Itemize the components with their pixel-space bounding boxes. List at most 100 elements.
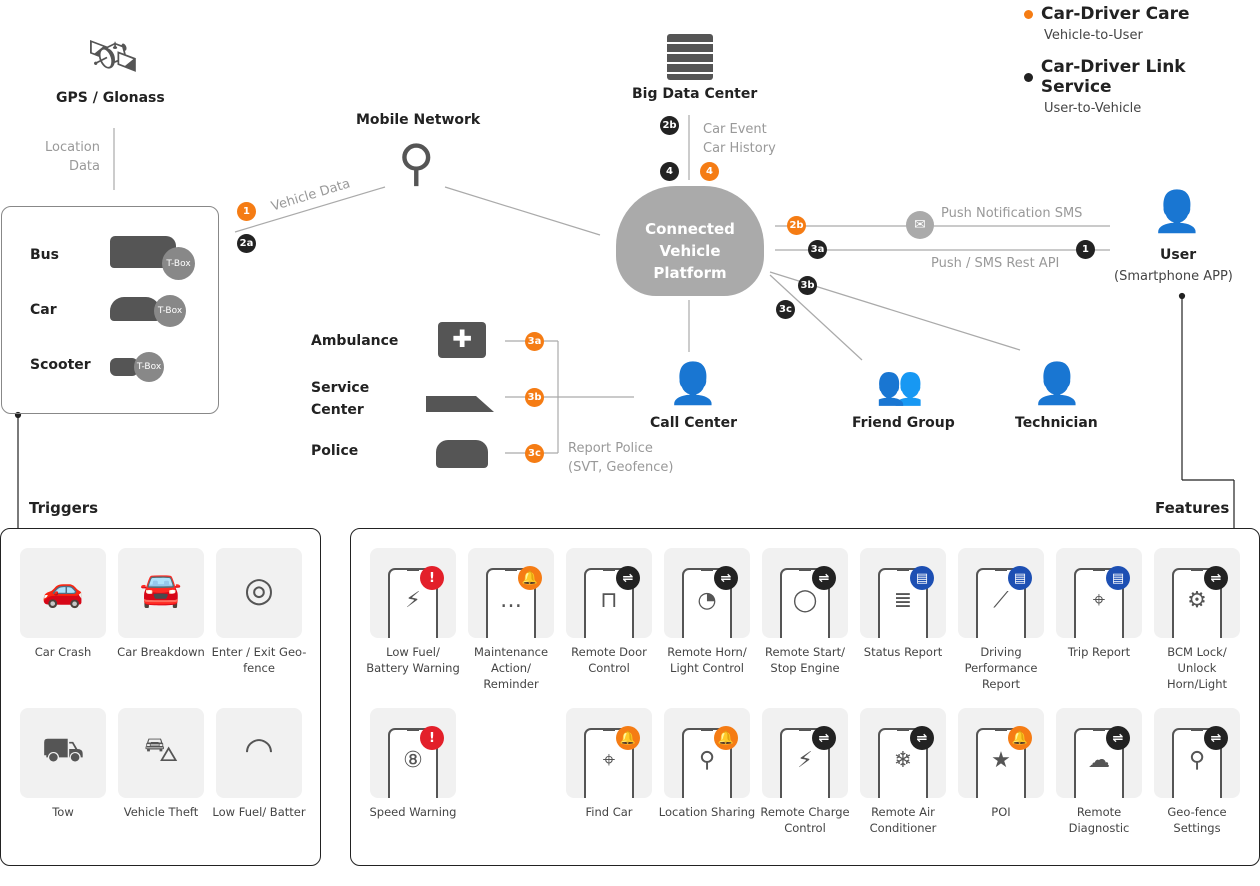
friend-group-label: Friend Group: [852, 415, 955, 431]
feature-label: Geo-fence Settings: [1167, 805, 1227, 835]
control-badge-icon: ⇌: [812, 566, 836, 590]
tow-truck-icon: [426, 378, 494, 412]
feature-tile[interactable]: ★🔔: [958, 708, 1044, 798]
tbox-badge: T-Box: [162, 247, 195, 280]
fuel-gauge-icon: ◠: [244, 730, 274, 770]
alert-badge-icon: !: [420, 566, 444, 590]
step-badge: 2b: [660, 116, 679, 135]
technician-label: Technician: [1015, 415, 1098, 431]
location-data-label: Location Data: [45, 140, 100, 174]
feature-label: Maintenance Action/ Reminder: [473, 645, 549, 691]
push-rest-label: Push / SMS Rest API: [931, 256, 1060, 271]
tbox-badge: T-Box: [154, 295, 186, 327]
step-badge: 3a: [525, 332, 544, 351]
trigger-label: Car Breakdown: [117, 645, 205, 659]
phone-notch: [995, 568, 1007, 571]
phone-notch: [995, 728, 1007, 731]
trigger-tile[interactable]: 🚗: [20, 548, 106, 638]
feature-tile[interactable]: ☁⇌: [1056, 708, 1142, 798]
step-badge: 2a: [237, 234, 256, 253]
trigger-tile[interactable]: 🚘: [118, 548, 204, 638]
user-sub-label: (Smartphone APP): [1114, 269, 1233, 284]
user-smartphone-icon: 👤: [1152, 189, 1202, 235]
phone-icon: ⟋: [976, 568, 1026, 638]
control-badge-icon: ⇌: [910, 726, 934, 750]
phone-icon: ⚲: [1172, 728, 1222, 798]
doc-badge-icon: ▤: [1106, 566, 1130, 590]
feature-tile[interactable]: ⚲🔔: [664, 708, 750, 798]
feature-tile[interactable]: ⊓⇌: [566, 548, 652, 638]
report-police-label: Report Police: [568, 441, 653, 456]
ambulance-icon: ✚: [438, 322, 486, 358]
find-car-icon: ⌖: [602, 748, 616, 773]
phone-notch: [407, 568, 419, 571]
phone-icon: ★: [976, 728, 1026, 798]
phone-notch: [897, 728, 909, 731]
triggers-box: [0, 528, 321, 866]
phone-notch: [1093, 568, 1105, 571]
vehicle-car-label: Car: [30, 302, 57, 318]
feature-label: POI: [991, 805, 1011, 819]
feature-label: Low Fuel/ Battery Warning: [366, 645, 460, 675]
triggers-title: Triggers: [29, 499, 99, 517]
message-icon: …: [500, 588, 522, 613]
report-police-sub-label: (SVT, Geofence): [568, 460, 674, 475]
feature-label: BCM Lock/ Unlock Horn/Light: [1166, 645, 1228, 691]
unlock-icon: ⊓: [600, 588, 618, 613]
step-badge: 1: [1076, 240, 1095, 259]
car-crash-icon: 🚗: [41, 570, 85, 610]
phone-notch: [799, 568, 811, 571]
feature-tile[interactable]: ❄⇌: [860, 708, 946, 798]
start-button-icon: ◯: [792, 588, 818, 613]
feature-tile[interactable]: ⚙⇌: [1154, 548, 1240, 638]
legend-subtitle: Vehicle-to-User: [1044, 28, 1143, 43]
feature-label: Remote Horn/ Light Control: [667, 645, 747, 675]
feature-tile[interactable]: …🔔: [468, 548, 554, 638]
trigger-tile[interactable]: ⛟: [20, 708, 106, 798]
car-breakdown-icon: 🚘: [139, 570, 183, 610]
trigger-label: Tow: [52, 805, 74, 819]
legend: Car-Driver Care Vehicle-to-User Car-Driv…: [1024, 4, 1260, 116]
cell-tower-icon: ⚲: [398, 134, 435, 192]
legend-dot-orange: [1024, 9, 1033, 19]
feature-tile[interactable]: ◔⇌: [664, 548, 750, 638]
feature-tile[interactable]: ≣▤: [860, 548, 946, 638]
step-badge: 2b: [787, 216, 806, 235]
feature-tile[interactable]: ⌖🔔: [566, 708, 652, 798]
feature-tile[interactable]: ◯⇌: [762, 548, 848, 638]
feature-label: Remote Air Conditioner: [869, 805, 937, 835]
bell-badge-icon: 🔔: [1008, 726, 1032, 750]
feature-tile[interactable]: ⟋▤: [958, 548, 1044, 638]
feature-label: Driving Performance Report: [964, 645, 1038, 691]
map-pin-icon: ⚲: [698, 748, 716, 773]
trigger-tile[interactable]: ◠: [216, 708, 302, 798]
feature-tile[interactable]: ⚲⇌: [1154, 708, 1240, 798]
charge-icon: ⚡: [797, 748, 813, 773]
phone-notch: [1191, 568, 1203, 571]
feature-tile[interactable]: ⑧!: [370, 708, 456, 798]
report-icon: ≣: [893, 588, 913, 613]
trigger-label: Low Fuel/ Batter: [212, 805, 306, 819]
cloud-icon: [616, 186, 764, 296]
gps-label: GPS / Glonass: [56, 90, 165, 106]
police-label: Police: [311, 443, 359, 459]
car-history-label: Car History: [703, 141, 776, 156]
platform-label: Connected Vehicle Platform: [645, 220, 735, 282]
feature-tile[interactable]: ⌖▤: [1056, 548, 1142, 638]
trigger-tile[interactable]: ⛍: [118, 708, 204, 798]
feature-tile[interactable]: ⚡!: [370, 548, 456, 638]
feature-tile[interactable]: ⚡⇌: [762, 708, 848, 798]
feature-label: Status Report: [863, 645, 943, 659]
legend-title: Car-Driver Care: [1041, 4, 1190, 24]
ambulance-label: Ambulance: [311, 333, 399, 349]
phone-notch: [407, 728, 419, 731]
tow-truck-icon: ⛟: [41, 730, 85, 770]
step-badge: 3c: [776, 300, 795, 319]
poi-map-icon: ★: [991, 748, 1011, 773]
trigger-tile[interactable]: ◎: [216, 548, 302, 638]
phone-notch: [701, 728, 713, 731]
phone-notch: [603, 728, 615, 731]
phone-icon: ◯: [780, 568, 830, 638]
bell-badge-icon: 🔔: [616, 726, 640, 750]
step-badge: 4: [660, 162, 679, 181]
